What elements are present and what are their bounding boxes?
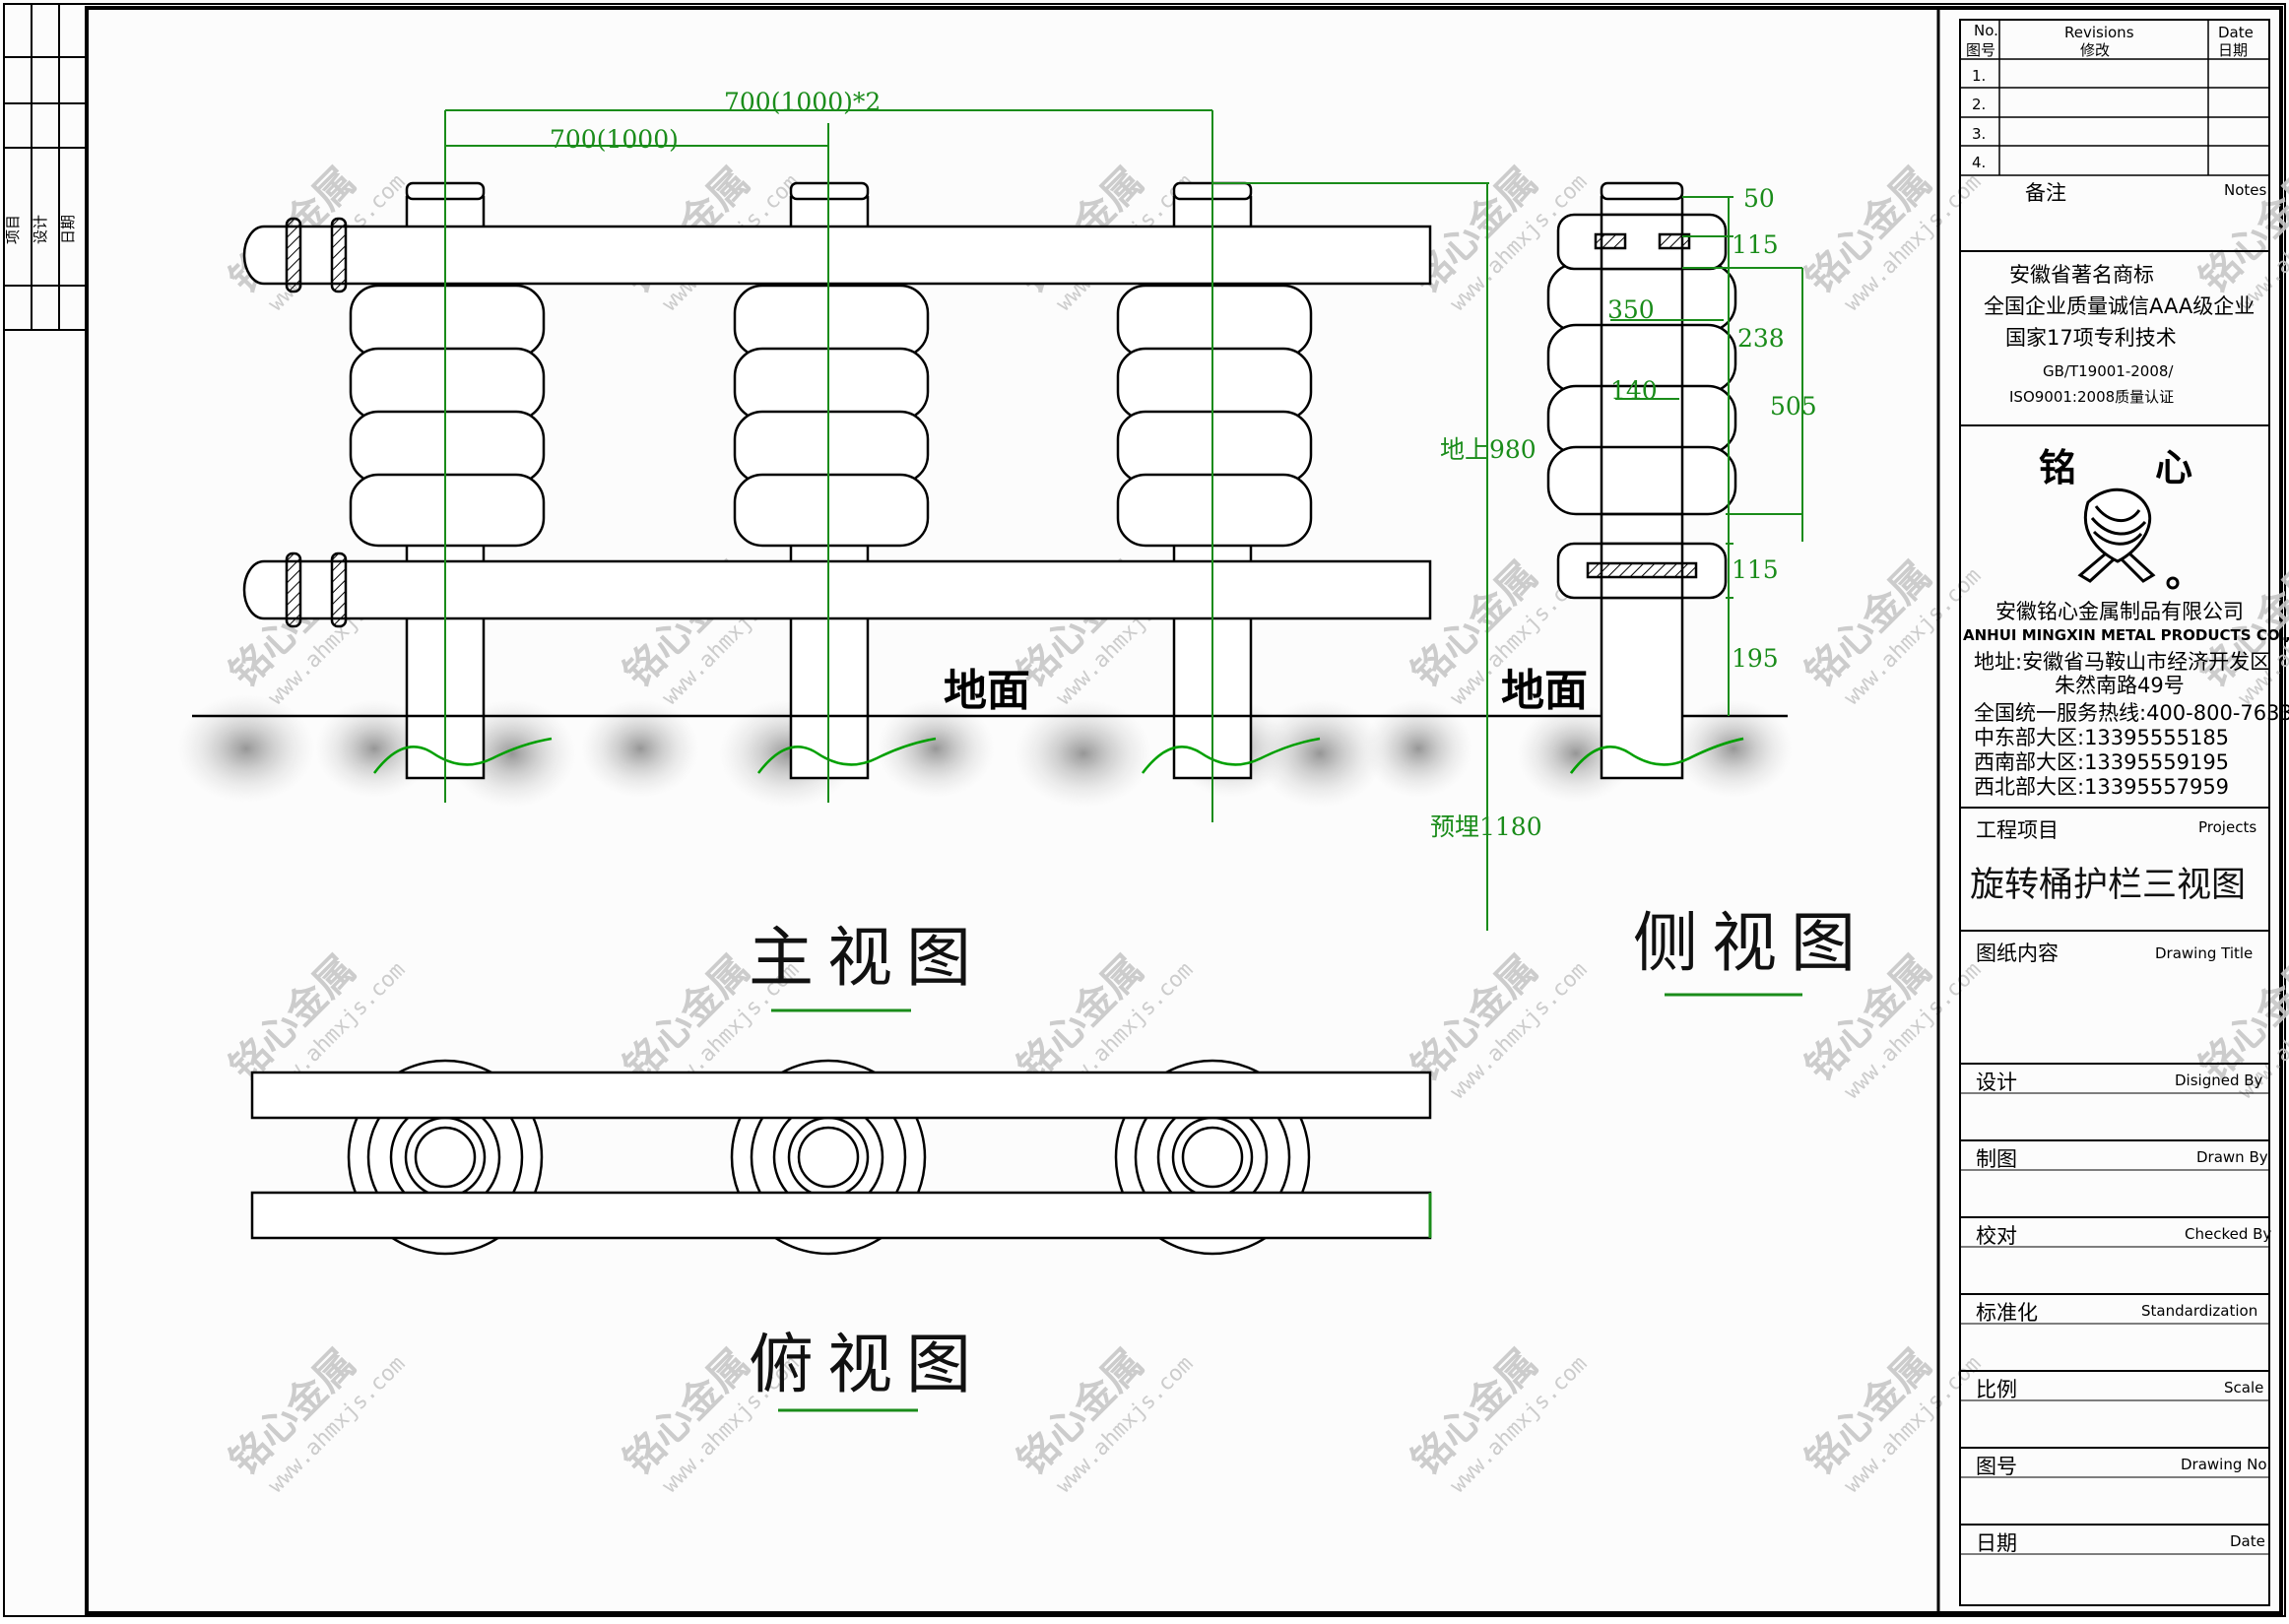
field-scale-en: Scale (2224, 1379, 2263, 1397)
rev-date-en: Date (2218, 24, 2254, 41)
rev-no-en: No. (1974, 22, 1998, 39)
front-view (242, 181, 1432, 780)
dim-embedded: 预埋1180 (1430, 812, 1542, 841)
rev-revisions-cn: 修改 (2080, 41, 2110, 59)
title-side-view: 侧视图 (1633, 905, 1869, 981)
project-label: 工程项目 (1976, 818, 2059, 842)
drawing-title-en: Drawing Title (2155, 944, 2253, 962)
left-strip-design: 设计 (32, 215, 49, 244)
front-ground-label: 地面 (944, 666, 1030, 716)
outer-border (3, 3, 2286, 1617)
company-logo-icon (2077, 487, 2180, 590)
rev-row-3: 3. (1972, 125, 1986, 143)
logo-char-1: 铭 (2039, 445, 2076, 489)
address-line-2: 朱然南路49号 (2055, 674, 2185, 697)
notes-label-en: Notes (2224, 181, 2267, 199)
logo-char-2: 心 (2155, 445, 2192, 489)
title-front-view: 主视图 (749, 920, 985, 996)
region-northwest: 西北部大区:13395557959 (1974, 775, 2229, 799)
dim-side-115-top: 115 (1732, 230, 1779, 259)
company-name-en: ANHUI MINGXIN METAL PRODUCTS CO.,LTD. (1963, 626, 2289, 644)
inner-border (85, 6, 2283, 1615)
drawing-content-label: 图纸内容 (1976, 942, 2059, 965)
field-drawn: 制图 (1976, 1147, 2017, 1171)
front-upper-beam (242, 225, 1432, 286)
cert-line-2: 全国企业质量诚信AAA级企业 (1984, 294, 2255, 318)
front-rollers (349, 284, 1313, 548)
field-design: 设计 (1976, 1071, 2017, 1094)
address-line-1: 地址:安徽省马鞍山市经济开发区 (1974, 650, 2270, 674)
side-dimension-lines (1610, 196, 1803, 716)
cert-line-3: 国家17项专利技术 (2005, 326, 2177, 350)
side-view (1546, 181, 1737, 780)
field-drawing-no: 图号 (1976, 1455, 2017, 1478)
company-name-cn: 安徽铭心金属制品有限公司 (1995, 600, 2244, 623)
top-lower-beam (250, 1191, 1432, 1240)
dim-side-350: 350 (1607, 295, 1655, 324)
left-strip (4, 4, 87, 331)
field-date-en: Date (2230, 1532, 2265, 1550)
dim-side-195: 195 (1732, 644, 1779, 673)
region-central-east: 中东部大区:13395555185 (1974, 726, 2229, 749)
field-checked-en: Checked By (2185, 1225, 2271, 1243)
dim-side-238: 238 (1737, 324, 1785, 353)
rev-row-4: 4. (1972, 154, 1986, 171)
field-standardization: 标准化 (1976, 1301, 2038, 1325)
title-block (1936, 8, 2270, 1613)
cert-line-5: ISO9001:2008质量认证 (2009, 388, 2174, 406)
dim-side-140: 140 (1610, 376, 1658, 405)
front-bolts (285, 217, 348, 628)
project-label-en: Projects (2198, 818, 2256, 836)
field-drawn-en: Drawn By (2196, 1148, 2268, 1166)
field-checked: 校对 (1976, 1224, 2017, 1248)
dim-spacing: 700(1000) (550, 125, 679, 154)
rev-date-cn: 日期 (2218, 41, 2248, 59)
rev-revisions-en: Revisions (2064, 24, 2134, 41)
cert-line-4: GB/T19001-2008/ (2043, 362, 2174, 380)
field-date: 日期 (1976, 1531, 2017, 1555)
front-lower-beam (242, 559, 1432, 620)
dim-above-ground: 地上980 (1440, 435, 1537, 464)
dim-side-505: 505 (1770, 392, 1817, 421)
field-standardization-en: Standardization (2141, 1302, 2257, 1320)
top-upper-beam (250, 1071, 1432, 1120)
title-top-view: 俯视图 (749, 1327, 985, 1402)
notes-label: 备注 (2025, 181, 2066, 205)
left-strip-date: 日期 (59, 215, 77, 244)
dim-spacing-double: 700(1000)*2 (724, 88, 881, 116)
field-design-en: Disigned By (2175, 1072, 2263, 1089)
top-view (250, 1059, 1432, 1256)
hotline: 全国统一服务热线:400-800-7633 (1974, 701, 2289, 725)
field-scale: 比例 (1976, 1378, 2017, 1401)
project-name: 旋转桶护栏三视图 (1970, 866, 2246, 905)
front-dimension-lines (444, 109, 1489, 931)
dim-side-50: 50 (1743, 184, 1775, 213)
field-drawing-no-en: Drawing No. (2181, 1456, 2271, 1473)
dim-side-115-bottom: 115 (1732, 555, 1779, 584)
rev-no-cn: 图号 (1966, 41, 1995, 59)
rev-row-1: 1. (1972, 67, 1986, 85)
region-southwest: 西南部大区:13395559195 (1974, 750, 2229, 774)
rev-row-2: 2. (1972, 96, 1986, 113)
cert-line-1: 安徽省著名商标 (2009, 263, 2154, 287)
side-ground-waves (1570, 737, 1744, 774)
side-ground-label: 地面 (1501, 666, 1588, 716)
left-strip-project: 项目 (4, 215, 22, 244)
